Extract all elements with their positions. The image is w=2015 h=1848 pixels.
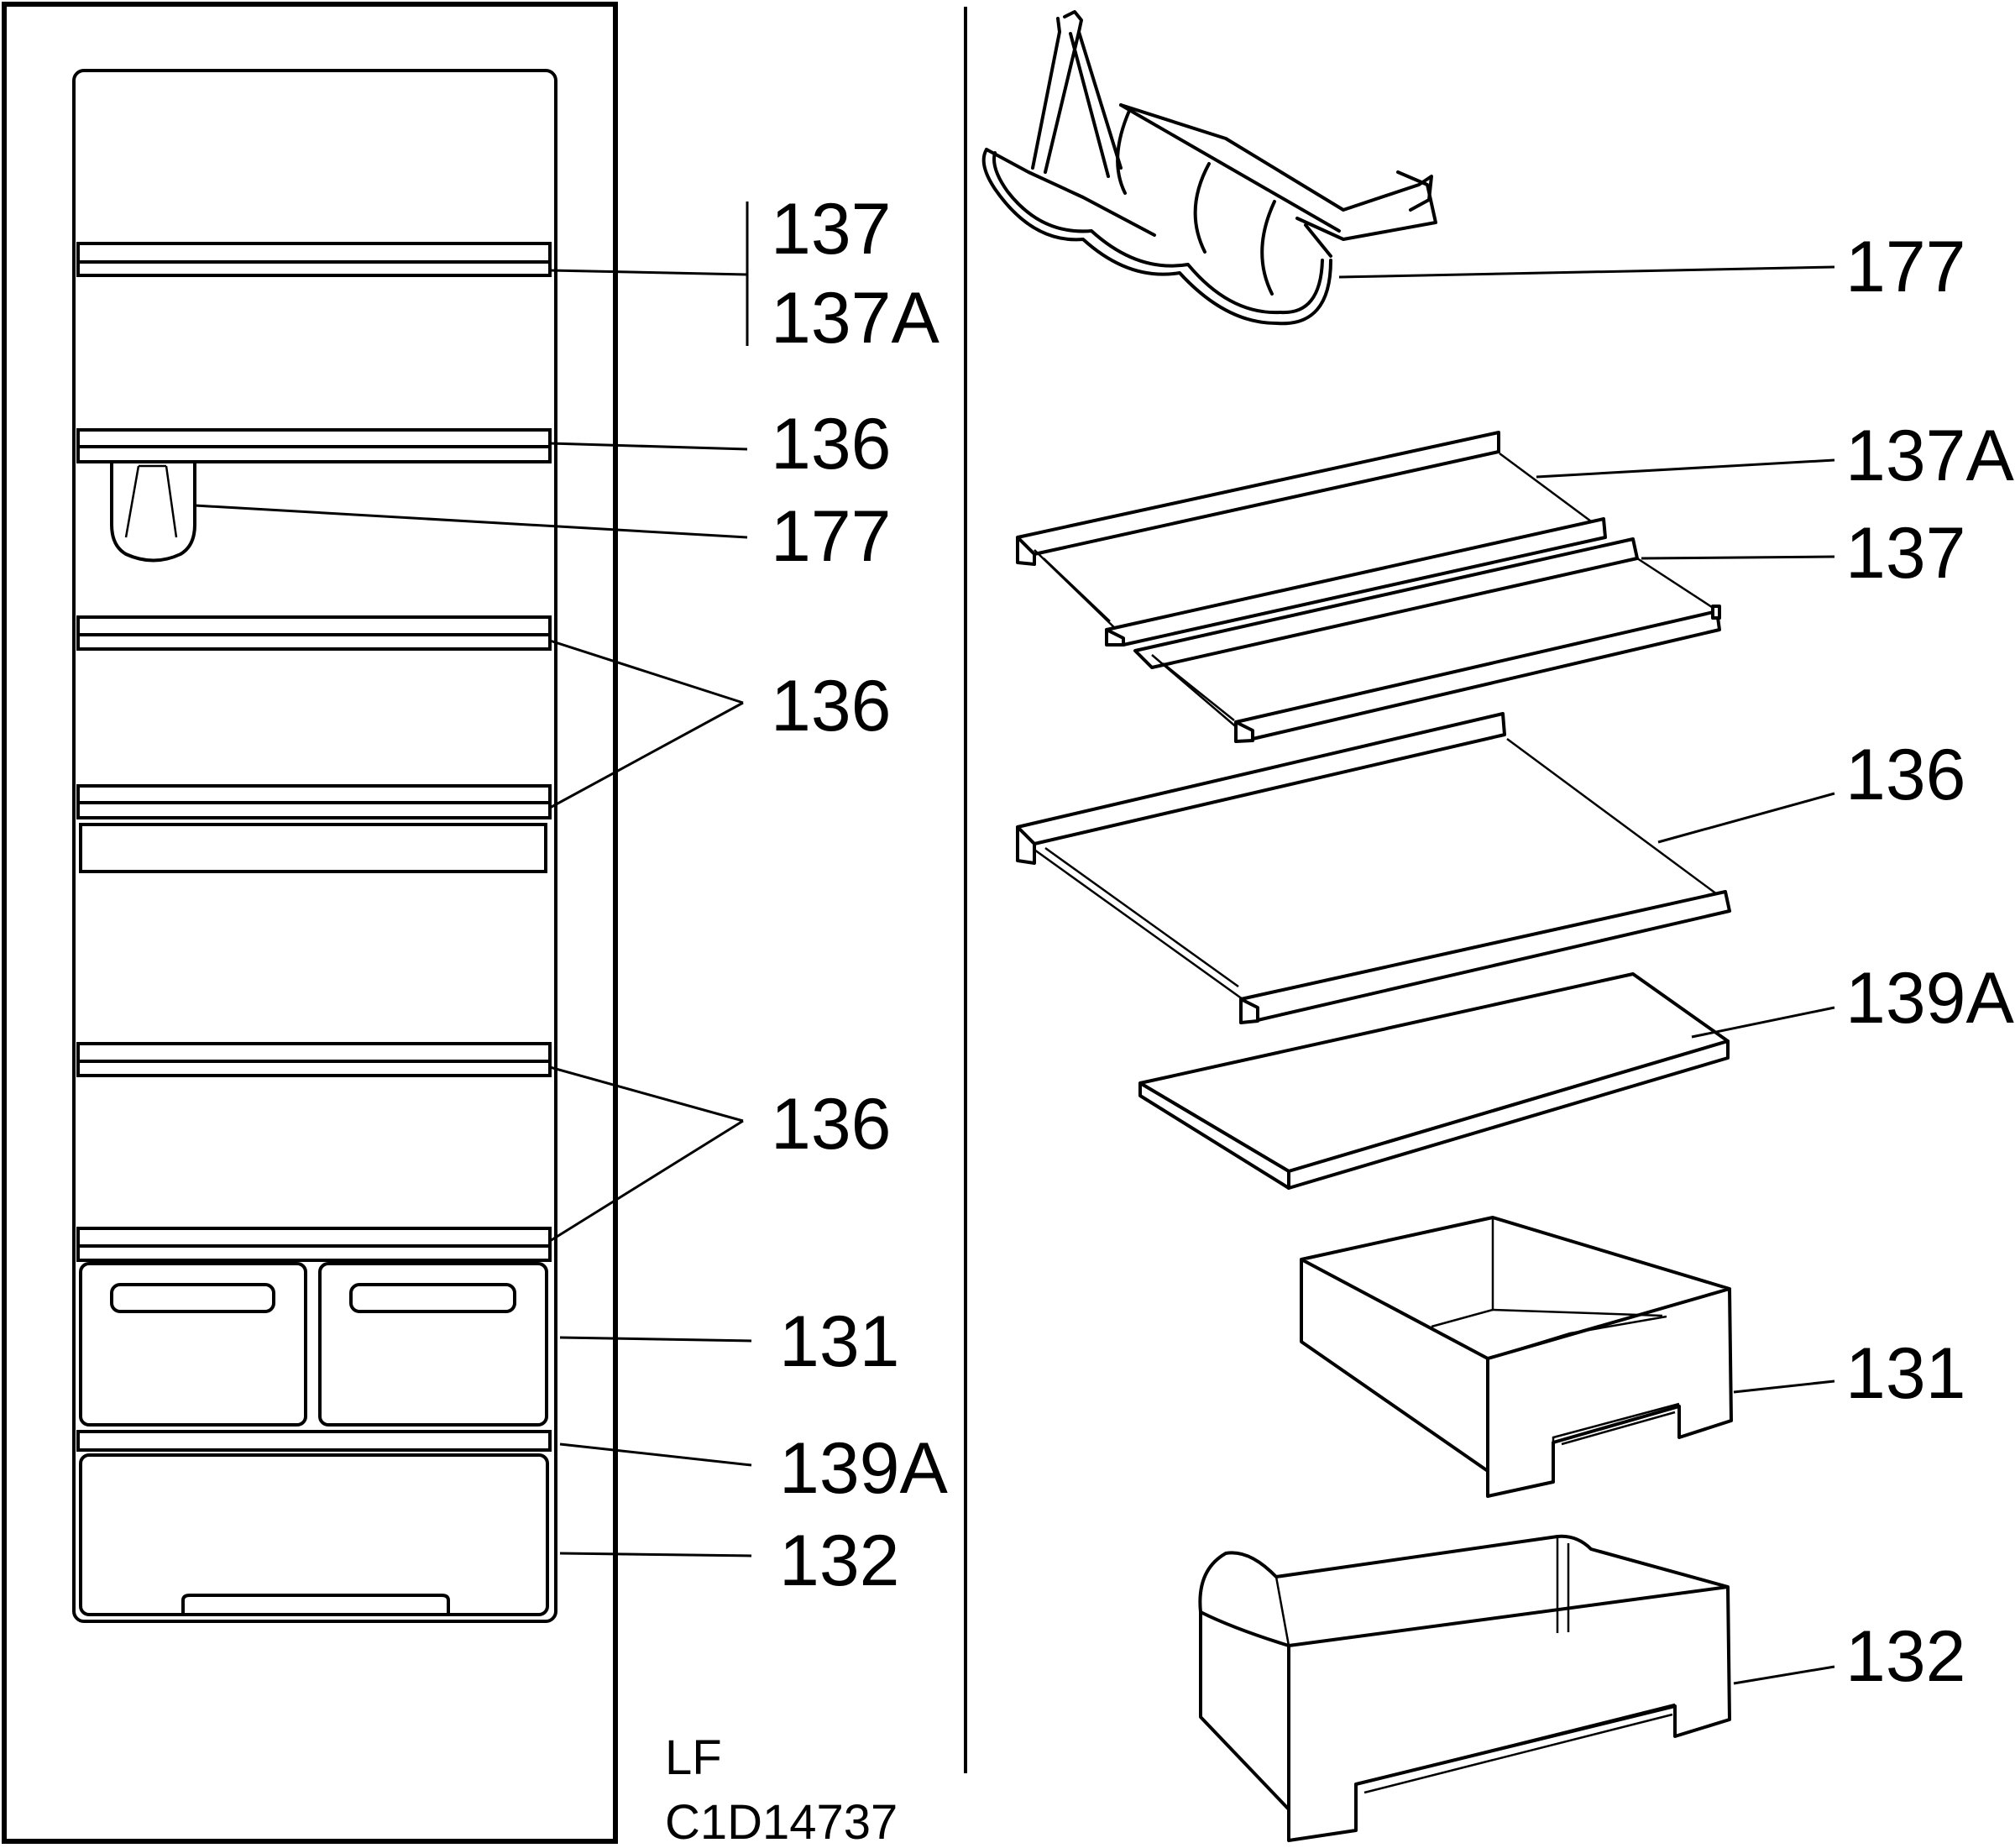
part-131-crisper-drawer [1300,1216,1733,1498]
shelf-5 [76,1042,552,1077]
label-139a-left: 139A [779,1428,948,1509]
cabinet-inner-liner [72,69,557,1623]
label-177-left: 177 [771,496,892,577]
label-177-right: 177 [1845,227,1966,307]
left-leader-lines [194,202,752,1557]
part-139a-crisper-cover [1138,972,1730,1190]
label-137a-right: 137A [1845,416,2014,496]
label-136-top-left: 136 [771,404,892,484]
label-131-right: 131 [1845,1333,1966,1414]
crisper-drawers-front [79,1262,548,1427]
drawing-code-line2: C1D14737 [665,1795,898,1848]
shelf-3 [76,615,552,651]
right-leader-lines [1338,265,1835,1685]
shelf-2 [76,428,552,463]
label-131-left: 131 [779,1301,900,1382]
bottom-drawer-front [79,1453,549,1616]
label-139a-right: 139A [1845,958,2014,1039]
shelf-4 [76,784,552,873]
part-137-137a-split-shelf [1016,431,1721,743]
bottle-holder-front [110,462,196,563]
part-132-bottom-drawer [1198,1534,1731,1842]
cabinet-outer-frame [2,2,618,1844]
cabinet-front-view: 137 137A 136 177 136 136 131 139A 132 LF… [2,2,948,1848]
shelf-1 [76,242,552,277]
drawing-code-line1: LF [665,1730,722,1785]
label-136-low-left: 136 [771,1084,892,1165]
label-132-left: 132 [779,1521,900,1601]
exploded-parts-view: 177 137A 137 136 139A 131 132 [981,10,2014,1842]
label-136-mid-left: 136 [771,666,892,746]
part-177-wine-rack [981,10,1437,326]
shelf-6 [76,1227,552,1262]
label-136-right: 136 [1845,735,1966,815]
label-132-right: 132 [1845,1616,1966,1697]
label-137a-left: 137A [771,278,939,359]
crisper-cover-front [76,1430,552,1452]
label-137-right: 137 [1845,513,1966,594]
label-137-left: 137 [771,189,892,270]
part-136-glass-shelf [1016,712,1731,1024]
